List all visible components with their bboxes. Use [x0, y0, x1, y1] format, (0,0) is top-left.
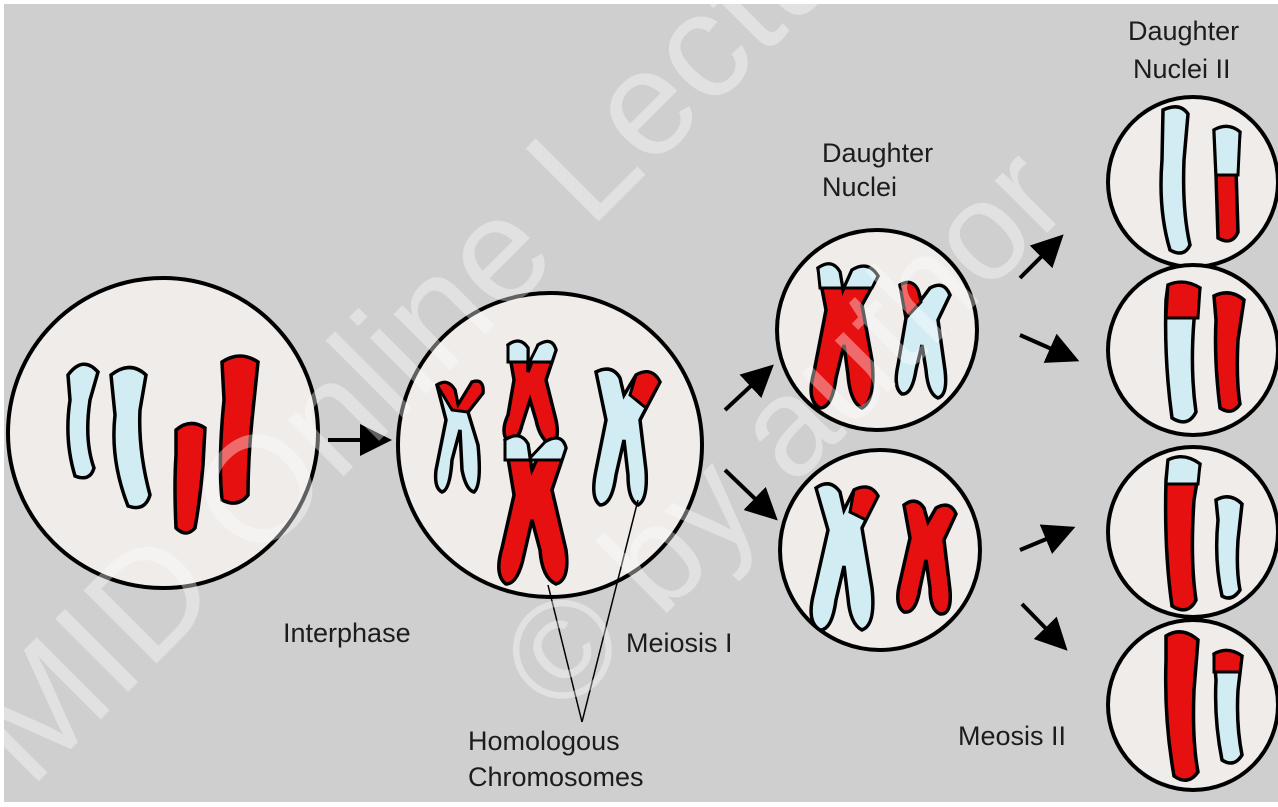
label-daughter-nuclei-line1: Daughter	[822, 138, 933, 168]
label-homologous-line2: Chromosomes	[468, 762, 644, 792]
label-daughter-nuclei-line2: Nuclei	[822, 172, 897, 202]
label-meiosis-ii: Meosis II	[958, 721, 1066, 751]
label-daughter-nuclei-ii-line1: Daughter	[1128, 16, 1239, 46]
daughter-nucleus-ii-1	[1108, 97, 1278, 267]
daughter-nucleus-ii-2	[1108, 265, 1278, 435]
label-daughter-nuclei-ii-line2: Nuclei II	[1133, 54, 1231, 84]
daughter-nucleus-ii-4	[1108, 620, 1278, 790]
daughter-nucleus-ii-3	[1108, 447, 1278, 617]
label-interphase: Interphase	[283, 618, 411, 648]
label-homologous-line1: Homologous	[468, 726, 620, 756]
